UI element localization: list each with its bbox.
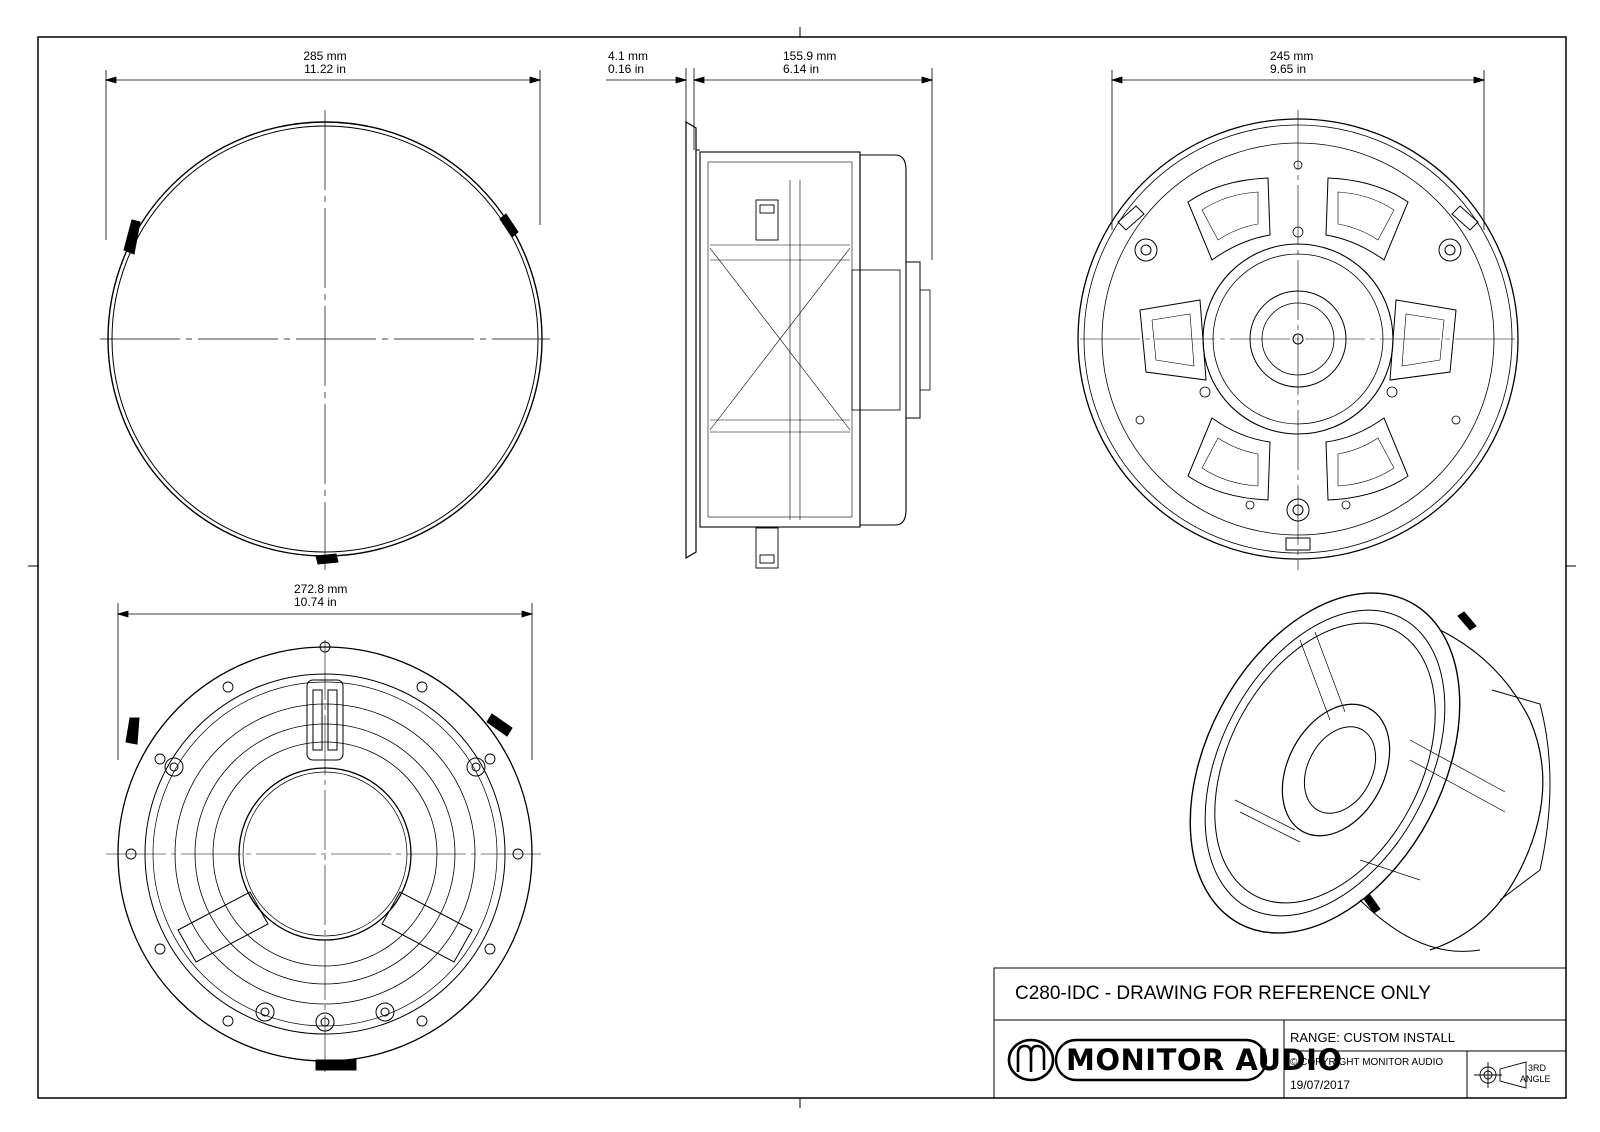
projection-label-1: 3RD: [1528, 1063, 1547, 1073]
flange-depth-label: 4.1 mm 0.16 in: [608, 49, 649, 76]
drawing-border: [37, 36, 1567, 1099]
front-view: [100, 70, 550, 570]
projection-label-2: ANGLE: [1520, 1074, 1551, 1084]
rear-view-top: [1077, 70, 1519, 570]
rear-view-dimension: [1110, 70, 1486, 230]
body-depth-label: 155.9 mm 6.14 in: [783, 49, 837, 76]
rear-bottom-dimension: [116, 603, 534, 760]
front-diameter-label: 285 mm 11.22 in: [303, 49, 347, 76]
title-block: [993, 967, 1567, 1099]
front-clamp-tabs: [123, 213, 519, 565]
monitor-audio-logo-icon: [1007, 1038, 1268, 1082]
front-centerlines: [100, 110, 550, 570]
rear-bottom-centerlines: [106, 640, 544, 1072]
rear-view-bottom: [106, 603, 544, 1072]
front-view-dimension: [104, 70, 542, 240]
copyright-label: © COPYRIGHT MONITOR AUDIO: [1290, 1057, 1444, 1068]
side-view-dimensions: [606, 68, 934, 260]
rear-bottom-clamp-tabs: [125, 713, 513, 1071]
date-label: 19/07/2017: [1290, 1078, 1351, 1092]
rear-diameter-label: 272.8 mm 10.74 in: [294, 582, 348, 609]
side-view: [606, 68, 934, 569]
isometric-view: [1189, 592, 1551, 952]
rear-view-centerlines: [1080, 110, 1516, 570]
cutout-diameter-label: 245 mm 9.65 in: [1270, 49, 1314, 76]
third-angle-projection-icon: [1474, 1061, 1527, 1089]
drawing-title: C280-IDC - DRAWING FOR REFERENCE ONLY: [1015, 983, 1431, 1004]
range-label: RANGE: CUSTOM INSTALL: [1290, 1030, 1455, 1045]
brand-wordmark: MONITOR AUDIO: [1066, 1043, 1343, 1077]
centering-marks: [28, 27, 1576, 1108]
